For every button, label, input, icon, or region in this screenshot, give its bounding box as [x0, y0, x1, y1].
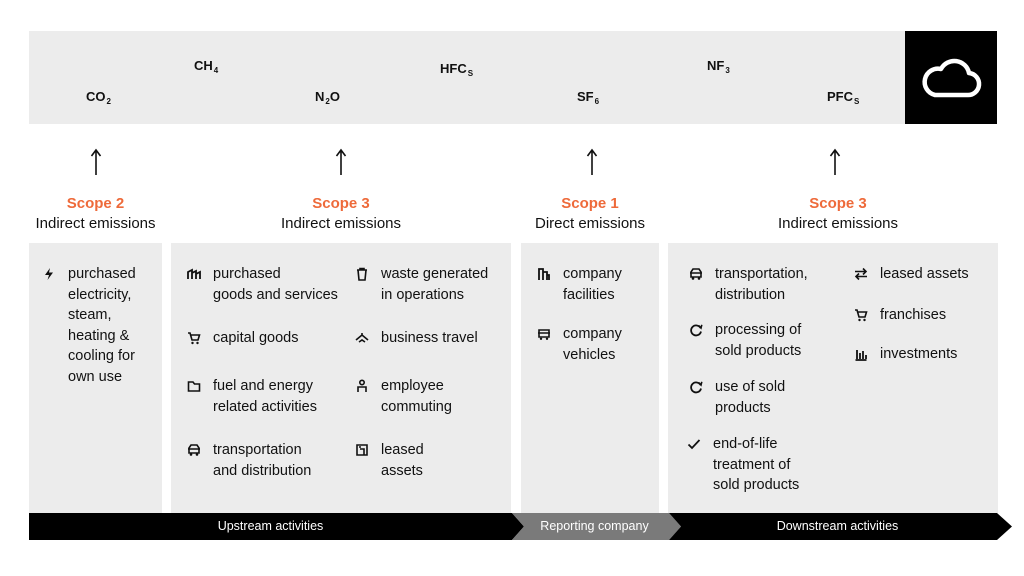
list-item: investments [854, 344, 957, 365]
scope3-upstream-panel [171, 243, 511, 513]
purchased-goods-icon [187, 268, 201, 279]
list-item: leased assets [355, 440, 424, 481]
gas-nf3: NF3 [707, 58, 730, 75]
scope1-subtitle: Direct emissions [534, 215, 646, 232]
activity-band [29, 513, 1012, 540]
list-item: purchased electricity, steam, heating & … [42, 264, 136, 387]
item-label: processing of sold products [715, 322, 802, 359]
list-item: purchased goods and services [187, 264, 338, 305]
scope1-panel [521, 243, 659, 513]
arrow-up-icon [335, 148, 347, 175]
scope3-downstream-title: Scope 3 [809, 195, 867, 212]
item-label: leased assets [880, 266, 969, 282]
list-item: company vehicles [537, 324, 622, 365]
item-label: company vehicles [563, 326, 622, 363]
gas-ch4: CH4 [194, 58, 219, 75]
downstream-band [669, 513, 1012, 540]
gas-co2: CO2 [86, 89, 111, 106]
item-label: leased assets [381, 442, 424, 479]
item-label: fuel and energy related activities [213, 378, 317, 415]
arrow-up-icon [829, 148, 841, 175]
list-item: waste generated in operations [355, 264, 488, 305]
vehicle-icon [538, 329, 550, 340]
list-item: capital goods [187, 328, 298, 349]
bar-chart-icon [855, 350, 867, 361]
list-item: transportation, distribution [689, 264, 808, 305]
arrow-up-icon [586, 148, 598, 175]
gas-pfcs: PFCS [827, 89, 860, 106]
item-label: waste generated in operations [381, 266, 489, 303]
cloud-box [905, 31, 997, 124]
scope3-downstream-subtitle: Indirect emissions [777, 215, 899, 232]
item-label: purchased electricity, steam, heating & … [68, 266, 136, 385]
downstream-label: Downstream activities [776, 519, 899, 533]
list-item: fuel and energy related activities [187, 376, 317, 417]
greenhouse-gases-bar [29, 31, 905, 124]
scope3-downstream-panel [668, 243, 998, 513]
reporting-band [512, 513, 681, 540]
plane-icon [355, 333, 369, 343]
gas-sf6: SF6 [577, 89, 600, 106]
scope2-panel [29, 243, 162, 513]
cycle-icon [690, 381, 703, 394]
person-icon [357, 379, 367, 392]
cycle-icon [690, 324, 703, 337]
check-icon [687, 439, 701, 450]
item-label: company facilities [563, 266, 622, 303]
item-label: use of sold products [715, 379, 786, 416]
scope3-upstream-subtitle: Indirect emissions [280, 215, 402, 232]
lightning-icon [45, 268, 53, 280]
list-item: leased assets [854, 264, 969, 285]
item-label: business travel [381, 330, 478, 346]
upstream-label: Upstream activities [217, 519, 324, 533]
swap-arrows-icon [854, 267, 868, 281]
folder-icon [187, 381, 201, 392]
item-label: franchises [880, 307, 947, 323]
gas-hfcs: HFCS [440, 61, 474, 78]
building-icon [356, 444, 368, 456]
arrow-up-icon [90, 148, 102, 175]
list-item: franchises [854, 305, 946, 326]
item-label: transportation and distribution [213, 442, 312, 479]
list-item: processing of sold products [689, 320, 801, 361]
list-item: use of sold products [689, 377, 785, 418]
scope3-upstream-title: Scope 3 [312, 195, 370, 212]
list-item: end-of-life treatment of sold products [687, 434, 799, 496]
scope2-title: Scope 2 [66, 195, 125, 212]
list-item: employee commuting [355, 376, 452, 417]
factory-icon [538, 268, 550, 280]
upstream-band [29, 513, 524, 540]
truck-icon [188, 444, 200, 456]
list-item: company facilities [537, 264, 622, 305]
cart-icon [855, 309, 868, 322]
item-label: employee commuting [381, 378, 452, 415]
scope2-subtitle: Indirect emissions [35, 215, 156, 232]
cloud-icon [922, 58, 982, 98]
list-item: business travel [355, 328, 478, 349]
truck-icon [690, 268, 702, 280]
cart-icon [188, 332, 201, 345]
list-item: transportation and distribution [187, 440, 311, 481]
item-label: transportation, distribution [715, 266, 808, 303]
item-label: end-of-life treatment of sold products [713, 436, 800, 493]
reporting-label: Reporting company [540, 519, 649, 533]
item-label: investments [880, 346, 958, 362]
item-label: capital goods [213, 330, 299, 346]
gas-n2o: N2O [315, 89, 340, 106]
scope1-title: Scope 1 [561, 195, 619, 212]
item-label: purchased goods and services [213, 266, 338, 303]
trash-icon [357, 267, 367, 281]
